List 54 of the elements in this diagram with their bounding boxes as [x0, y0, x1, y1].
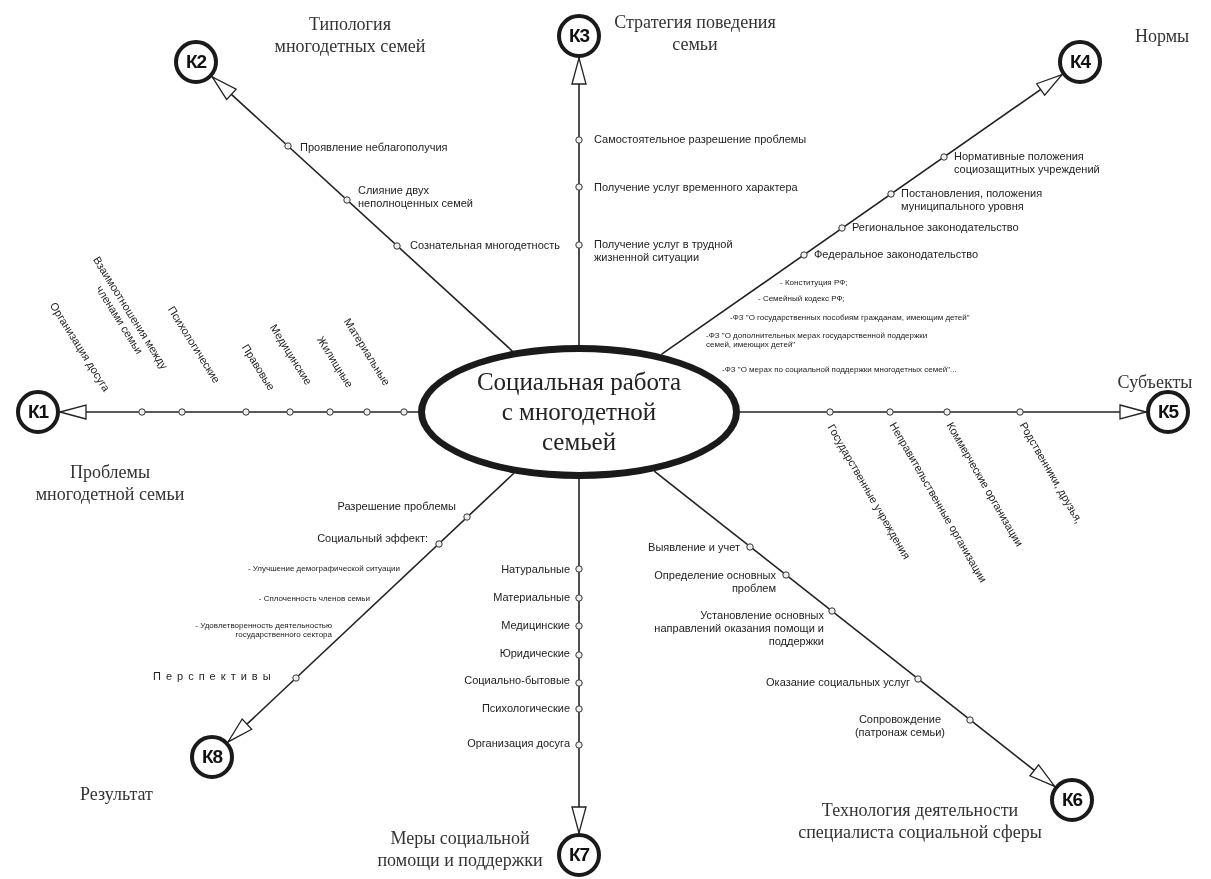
- arrow: [660, 73, 1063, 356]
- branch-item-label: Получение услуг временного характера: [594, 181, 798, 195]
- branch-item-label: Перспективы: [153, 670, 276, 684]
- branch-item-label: Психологические: [481, 702, 570, 716]
- branch-item-label: Определение основных проблем: [653, 569, 776, 596]
- branch-item-label: Социальный эффект:: [317, 532, 428, 546]
- arrow: [571, 57, 587, 346]
- branch-item-label: - Семейный кодекс РФ;: [758, 294, 845, 304]
- branch-heading: Меры социальной помощи и поддержки: [376, 828, 544, 872]
- branch-heading: Стратегия поведения семьи: [613, 12, 777, 56]
- branch-circle: К5: [1146, 390, 1190, 434]
- branch-circle: К3: [557, 14, 601, 58]
- branch-item-label: Оказание социальных услуг: [766, 676, 910, 690]
- branch-item-label: Организация досуга: [467, 737, 570, 751]
- branch-item-label: Федеральное законодательство: [814, 248, 979, 262]
- branch-item-label: Установление основных направлений оказания помощи и поддержки: [653, 609, 824, 649]
- branch-circle: К1: [16, 390, 60, 434]
- branch-item-label: Самостоятельное разрешение проблемы: [594, 133, 807, 147]
- branch-item-label: Постановления, положения муниципального уровня: [901, 187, 1044, 214]
- topic-title: Социальная работа с многодетной семьей: [475, 367, 683, 457]
- arrow: [59, 404, 419, 420]
- branch-item-label: Проявление неблагополучия: [300, 141, 448, 155]
- arrow: [571, 478, 587, 834]
- branch-heading: Проблемы многодетной семьи: [34, 462, 186, 506]
- branch-circle: К7: [557, 833, 601, 877]
- branch-item-label: Юридические: [499, 647, 570, 661]
- branch-item-label: Получение услуг в трудной жизненной ситуации: [594, 238, 734, 265]
- branch-item-label: Слияние двух неполноценных семей: [358, 184, 474, 211]
- branch-circle: К4: [1058, 40, 1102, 84]
- branch-item-label: - Сплоченность членов семьи: [258, 594, 370, 604]
- branch-item-label: Региональное законодательство: [852, 221, 1019, 235]
- branch-item-label: -ФЗ "О мерах по социальной поддержки многодетных семей"...: [722, 365, 957, 375]
- arrow: [739, 404, 1147, 420]
- branch-item-label: - Удовлетворенность деятельностью государственного сектора: [194, 621, 332, 640]
- branch-item-label: Нормативные положения социозащитных учреждений: [954, 150, 1101, 177]
- branch-item-label: Материальные: [493, 591, 570, 605]
- branch-heading: Результат: [80, 784, 154, 806]
- branch-item-label: Натуральные: [501, 563, 570, 577]
- branch-item-label: Сопровождение (патронаж семьи): [853, 713, 947, 740]
- branch-item-label: - Конституция РФ;: [780, 278, 848, 288]
- branch-circle: К2: [174, 40, 218, 84]
- branch-item-label: Социально-бытовые: [464, 674, 570, 688]
- branch-item-label: Разрешение проблемы: [337, 500, 456, 514]
- branch-heading: Типология многодетных семей: [273, 14, 427, 58]
- branch-item-label: Выявление и учет: [648, 541, 740, 555]
- branch-item-label: -ФЗ "О государственных пособиям гражданам, имеющим детей": [730, 313, 970, 323]
- branch-heading: Технология деятельности специалиста социальной сферы: [797, 800, 1043, 844]
- branch-item-label: Сознательная многодетность: [410, 239, 561, 253]
- branch-item-label: Медицинские: [501, 619, 570, 633]
- branch-item-label: -ФЗ "О дополнительных мерах государственной поддержки семей, имеющих детей": [706, 331, 929, 350]
- branch-item-label: - Улучшение демографической ситуации: [247, 564, 400, 574]
- branch-circle: К8: [190, 735, 234, 779]
- branch-circle: К6: [1050, 778, 1094, 822]
- branch-heading: Нормы: [1135, 26, 1191, 48]
